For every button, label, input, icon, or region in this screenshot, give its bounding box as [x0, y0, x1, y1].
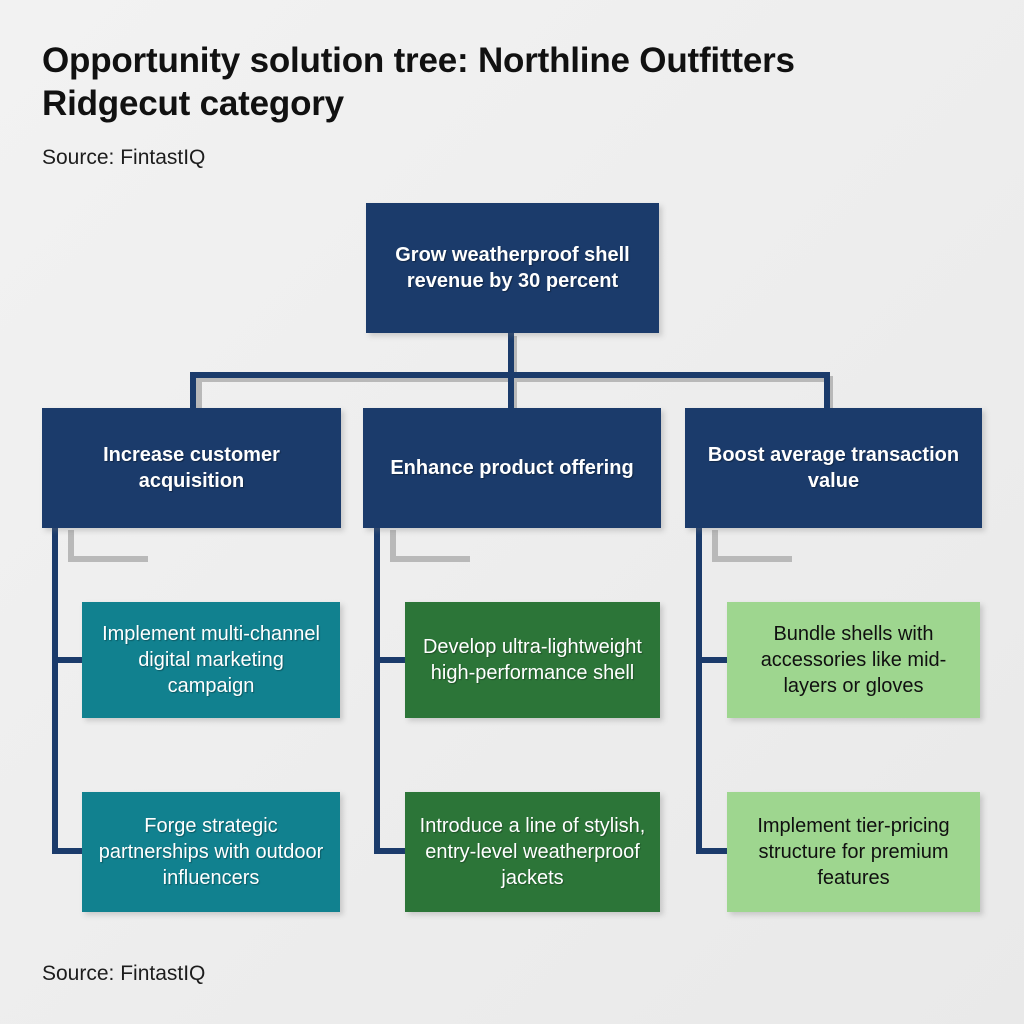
page-title: Opportunity solution tree: Northline Out… [42, 41, 795, 123]
connector-shadow [712, 556, 792, 562]
connector-root-stem [508, 332, 514, 376]
node-branch-1[interactable]: Increase customer acquisition [42, 408, 341, 528]
connector-shadow [390, 556, 470, 562]
connector-branch-drop-1 [190, 372, 196, 410]
connector-leaf-trunk-2 [374, 527, 380, 854]
connector-leaf-stub-2a [374, 657, 408, 663]
connector-leaf-stub-1a [52, 657, 86, 663]
node-branch-3[interactable]: Boost average transaction value [685, 408, 982, 528]
node-branch-2[interactable]: Enhance product offering [363, 408, 661, 528]
node-leaf-1-1-label: Implement multi-channel digital marketin… [102, 623, 320, 697]
node-leaf-1-2[interactable]: Forge strategic partnerships with outdoo… [82, 792, 340, 912]
source-subtitle: Source: FintastIQ [42, 146, 206, 169]
node-leaf-1-2-label: Forge strategic partnerships with outdoo… [98, 815, 324, 889]
connector-shadow [68, 530, 74, 562]
node-leaf-2-1-label: Develop ultra-lightweight high-performan… [422, 636, 642, 684]
connector-leaf-trunk-3 [696, 527, 702, 854]
connector-shadow [511, 336, 517, 380]
connector-branch-drop-3 [824, 372, 830, 410]
node-leaf-3-1-label: Bundle shells with accessories like mid-… [760, 623, 947, 697]
connector-shadow [196, 376, 202, 412]
node-root[interactable]: Grow weatherproof shell revenue by 30 pe… [366, 203, 659, 333]
node-leaf-3-1[interactable]: Bundle shells with accessories like mid-… [727, 602, 980, 718]
node-branch-2-label: Enhance product offering [390, 457, 634, 479]
node-branch-3-label: Boost average transaction value [707, 444, 960, 492]
connector-leaf-stub-3b [696, 848, 730, 854]
connector-leaf-stub-2b [374, 848, 408, 854]
connector-shadow [511, 376, 517, 412]
node-leaf-2-2-label: Introduce a line of stylish, entry-level… [419, 815, 646, 889]
connector-shadow [68, 556, 148, 562]
node-leaf-2-2[interactable]: Introduce a line of stylish, entry-level… [405, 792, 660, 912]
connector-shadow [827, 376, 833, 412]
connector-leaf-trunk-1 [52, 527, 58, 854]
connector-branch-drop-2 [508, 372, 514, 410]
node-leaf-3-2[interactable]: Implement tier-pricing structure for pre… [727, 792, 980, 912]
connector-leaf-stub-1b [52, 848, 86, 854]
node-leaf-1-1[interactable]: Implement multi-channel digital marketin… [82, 602, 340, 718]
node-branch-1-label: Increase customer acquisition [103, 444, 280, 492]
node-leaf-3-2-label: Implement tier-pricing structure for pre… [757, 815, 950, 889]
footer-source: Source: FintastIQ [42, 962, 206, 985]
connector-shadow [712, 530, 718, 562]
node-leaf-2-1[interactable]: Develop ultra-lightweight high-performan… [405, 602, 660, 718]
connector-shadow [390, 530, 396, 562]
connector-leaf-stub-3a [696, 657, 730, 663]
node-root-label: Grow weatherproof shell revenue by 30 pe… [395, 244, 630, 292]
